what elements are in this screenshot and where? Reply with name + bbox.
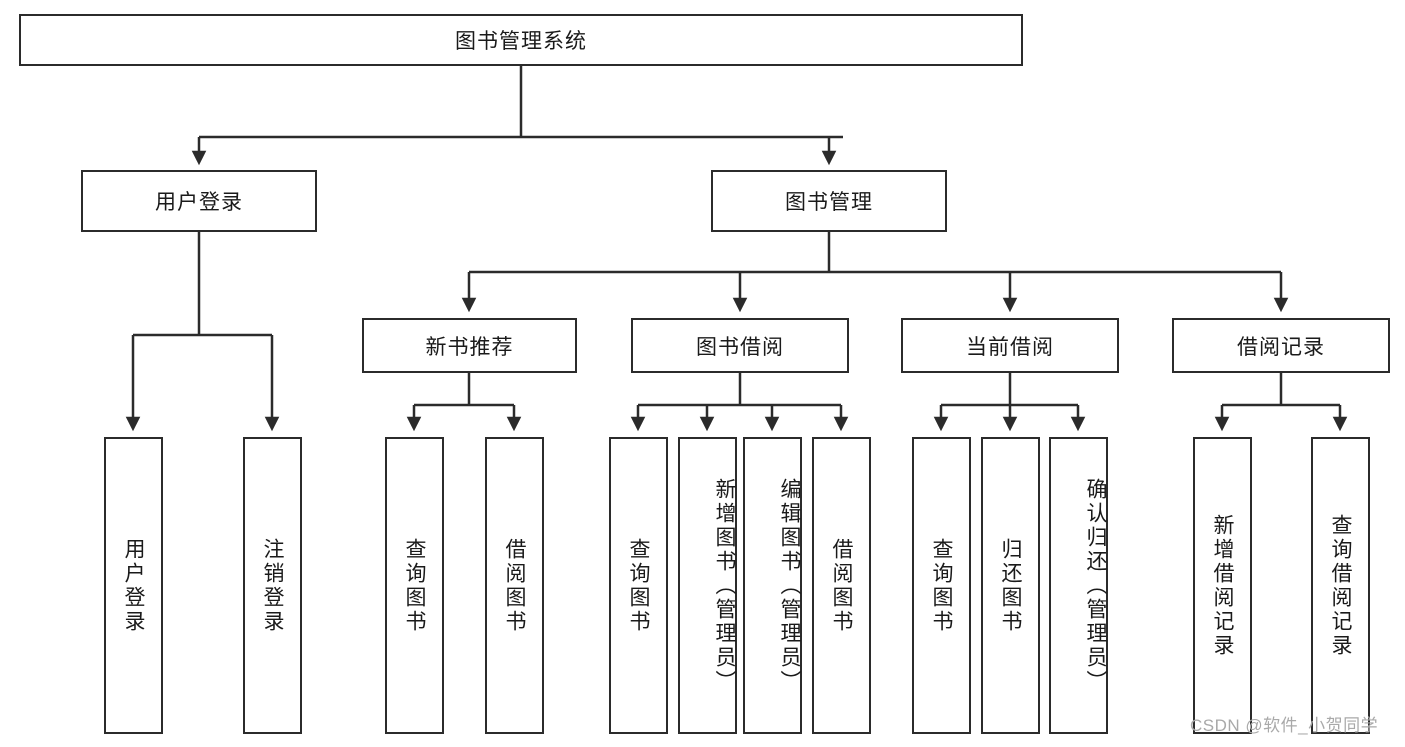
- leaf-borrow-book-recommend[interactable]: 借阅图书: [485, 437, 544, 734]
- leaf-borrow-book[interactable]: 借阅图书: [812, 437, 871, 734]
- node-book-borrow[interactable]: 图书借阅: [631, 318, 849, 373]
- leaf-return-book[interactable]: 归还图书: [981, 437, 1040, 734]
- leaf-query-borrow-record[interactable]: 查询借阅记录: [1311, 437, 1370, 734]
- node-user-login[interactable]: 用户登录: [81, 170, 317, 232]
- node-book-management-system[interactable]: 图书管理系统: [19, 14, 1023, 66]
- leaf-add-borrow-record[interactable]: 新增借阅记录: [1193, 437, 1252, 734]
- leaf-query-book-borrow[interactable]: 查询图书: [609, 437, 668, 734]
- node-new-book-recommend[interactable]: 新书推荐: [362, 318, 577, 373]
- node-borrow-record[interactable]: 借阅记录: [1172, 318, 1390, 373]
- leaf-add-book-admin[interactable]: 新增图书（管理员）: [678, 437, 737, 734]
- csdn-watermark: CSDN @软件_小贺同学: [1190, 716, 1379, 735]
- leaf-confirm-return-admin[interactable]: 确认归还（管理员）: [1049, 437, 1108, 734]
- leaf-edit-book-admin[interactable]: 编辑图书（管理员）: [743, 437, 802, 734]
- leaf-query-book-recommend[interactable]: 查询图书: [385, 437, 444, 734]
- node-book-management[interactable]: 图书管理: [711, 170, 947, 232]
- node-current-borrow[interactable]: 当前借阅: [901, 318, 1119, 373]
- leaf-query-book-current[interactable]: 查询图书: [912, 437, 971, 734]
- leaf-user-login[interactable]: 用户登录: [104, 437, 163, 734]
- leaf-logout-login[interactable]: 注销登录: [243, 437, 302, 734]
